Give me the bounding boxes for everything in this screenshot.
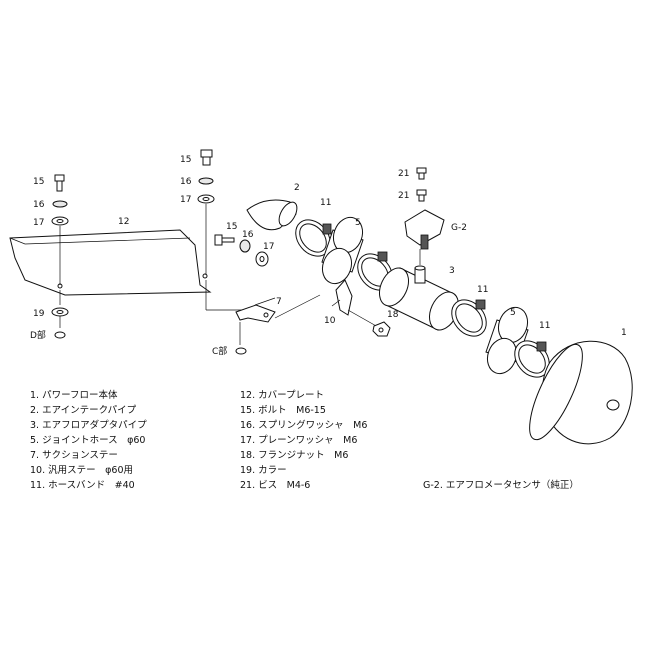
callout-3: 3 bbox=[449, 266, 455, 276]
legend-item-10: 10. 汎用ステー φ60用 bbox=[30, 464, 133, 476]
bolt-15-left bbox=[54, 174, 65, 192]
legend-item-19: 19. カラー bbox=[240, 465, 287, 476]
callout-g2: G-2 bbox=[451, 223, 467, 233]
callout-5a: 5 bbox=[355, 218, 361, 228]
callout-1: 1 bbox=[621, 328, 627, 338]
legend-item-2: 2. エアインテークパイプ bbox=[30, 405, 137, 416]
callout-12: 12 bbox=[118, 217, 129, 227]
flange-nut-18 bbox=[372, 321, 391, 337]
callout-15-center: 15 bbox=[180, 155, 191, 165]
parts-legend-left: 1. パワーフロー本体 2. エアインテークパイプ 3. エアフロアダプタパイプ… bbox=[30, 389, 147, 491]
hose-band-11a bbox=[295, 219, 332, 257]
airflow-meter-sensor-g2 bbox=[404, 209, 445, 250]
callout-5b: 5 bbox=[510, 308, 516, 318]
plain-washer-17-center bbox=[197, 194, 215, 204]
power-flow-body-1 bbox=[529, 340, 633, 445]
section-d-label: D部 bbox=[30, 329, 46, 341]
screw-21a bbox=[416, 167, 427, 180]
bolt-15-stay bbox=[214, 234, 235, 246]
parts-legend-right: 12. カバープレート 15. ボルト M6-15 16. スプリングワッシャ … bbox=[240, 390, 367, 491]
bolt-15-center bbox=[200, 149, 213, 166]
callout-11a: 11 bbox=[320, 198, 331, 208]
legend-item-12: 12. カバープレート bbox=[240, 390, 324, 401]
callout-15-stay: 15 bbox=[226, 222, 237, 232]
callout-11b: 11 bbox=[477, 285, 488, 295]
legend-item-5: 5. ジョイントホース φ60 bbox=[30, 435, 145, 446]
callout-16-center: 16 bbox=[180, 177, 192, 187]
callout-17-center: 17 bbox=[180, 195, 191, 205]
callout-15-left: 15 bbox=[33, 177, 44, 187]
callout-2: 2 bbox=[294, 183, 300, 193]
callout-11c: 11 bbox=[539, 321, 550, 331]
callout-10: 10 bbox=[324, 316, 336, 326]
screw-21b bbox=[416, 189, 427, 202]
legend-item-21: 21. ビス M4-6 bbox=[240, 480, 310, 491]
legend-item-16: 16. スプリングワッシャ M6 bbox=[240, 419, 367, 431]
hose-band-11c bbox=[514, 340, 550, 378]
spring-washer-16-left bbox=[52, 200, 68, 208]
callout-16-left: 16 bbox=[33, 200, 45, 210]
legend-item-18: 18. フランジナット M6 bbox=[240, 450, 348, 461]
callout-7: 7 bbox=[276, 297, 282, 307]
collar-19 bbox=[51, 307, 69, 317]
callout-21b: 21 bbox=[398, 191, 409, 201]
callout-21a: 21 bbox=[398, 169, 409, 179]
legend-item-11: 11. ホースバンド #40 bbox=[30, 480, 135, 491]
legend-item-3: 3. エアフロアダプタパイプ bbox=[30, 419, 147, 431]
intake-pipe-2 bbox=[246, 199, 298, 231]
general-stay-10 bbox=[331, 279, 353, 316]
legend-item-17: 17. プレーンワッシャ M6 bbox=[240, 435, 357, 446]
plain-washer-17-stay bbox=[255, 251, 269, 267]
legend-item-7: 7. サクションステー bbox=[30, 450, 118, 461]
legend-item-15: 15. ボルト M6-15 bbox=[240, 405, 326, 416]
callout-19: 19 bbox=[33, 309, 45, 319]
legend-item-g2: G-2. エアフロメータセンサ（純正） bbox=[423, 479, 579, 491]
callout-17-stay: 17 bbox=[263, 242, 274, 252]
suction-stay-7 bbox=[235, 304, 276, 323]
section-c-marker bbox=[235, 347, 247, 355]
section-d-marker bbox=[54, 331, 66, 339]
callout-17-left: 17 bbox=[33, 218, 44, 228]
airflow-adapter-pipe-3 bbox=[378, 265, 460, 331]
callout-16-stay: 16 bbox=[242, 230, 254, 240]
hose-band-11b bbox=[451, 299, 487, 337]
callout-18: 18 bbox=[387, 310, 399, 320]
spring-washer-16-stay bbox=[239, 239, 251, 253]
joint-hose-5a bbox=[321, 216, 364, 285]
spring-washer-16-center bbox=[198, 177, 214, 185]
plain-washer-17-left bbox=[51, 216, 69, 226]
section-c-label: C部 bbox=[212, 345, 227, 357]
cover-plate-12 bbox=[9, 229, 212, 296]
legend-item-1: 1. パワーフロー本体 bbox=[30, 389, 118, 401]
